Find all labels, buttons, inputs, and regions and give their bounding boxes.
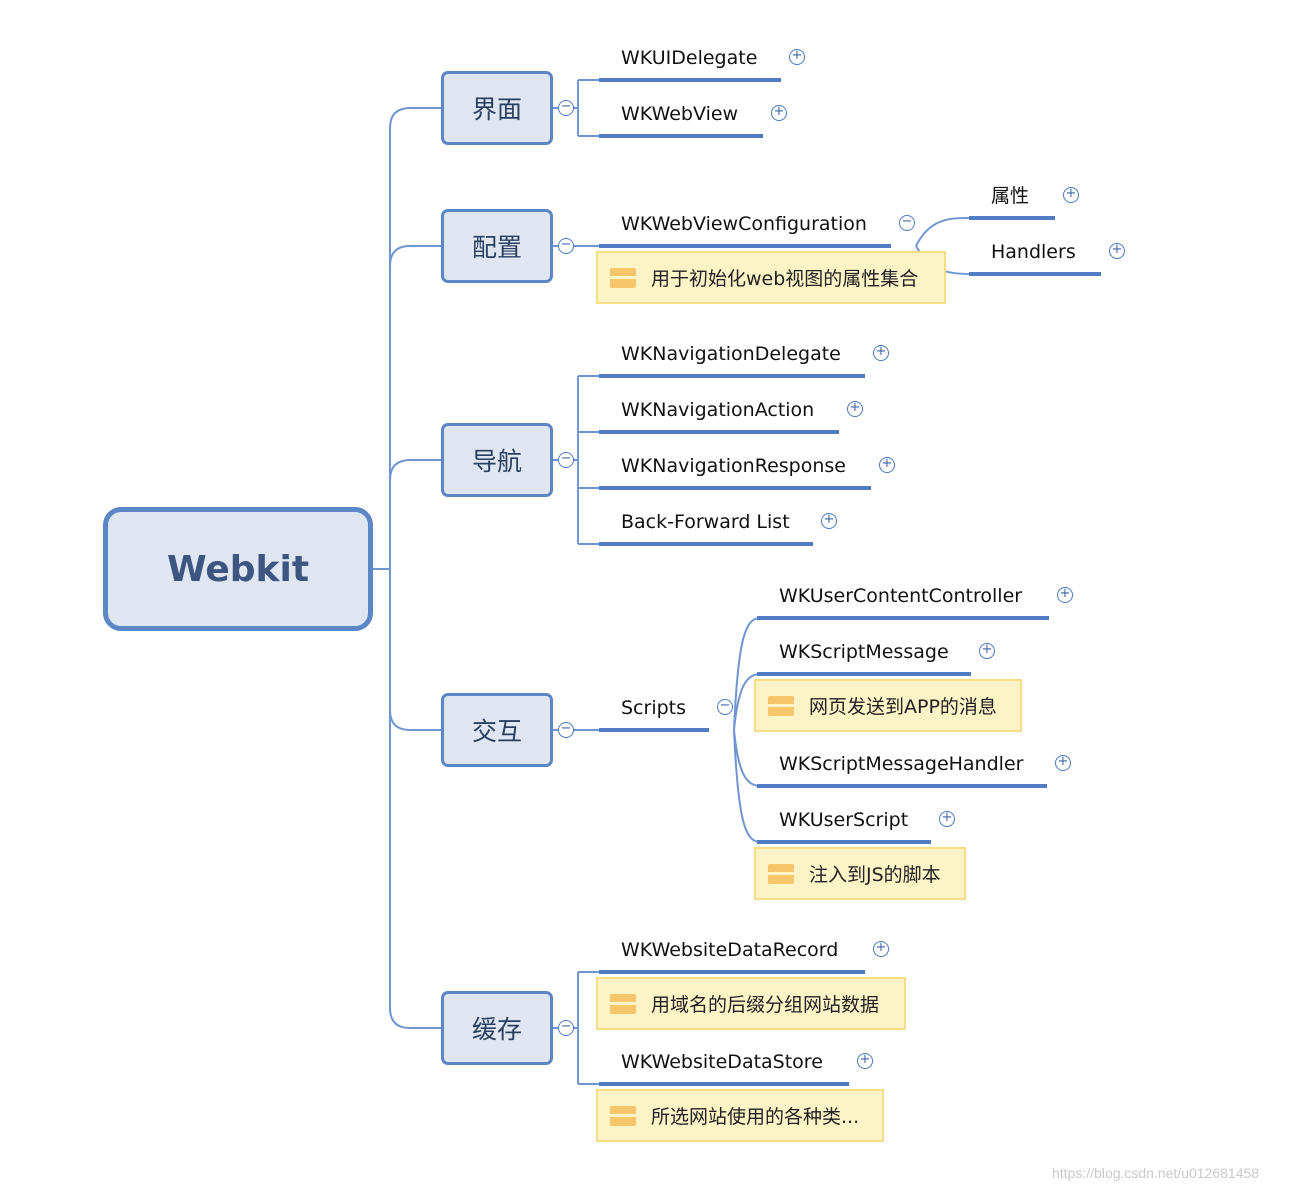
topic-wkwebviewconfiguration[interactable]: WKWebViewConfiguration: [621, 213, 867, 235]
collapse-toggle-ui[interactable]: −: [558, 100, 574, 116]
note-wkscriptmessage[interactable]: 网页发送到APP的消息: [754, 679, 1022, 732]
expand-toggle-wkscriptmessage[interactable]: +: [979, 643, 995, 659]
expand-toggle-wkuserscript[interactable]: +: [939, 811, 955, 827]
connector-spine: [389, 107, 441, 569]
expand-toggle-wkuidelegate[interactable]: +: [789, 49, 805, 65]
collapse-toggle-cache[interactable]: −: [558, 1020, 574, 1036]
expand-toggle-wkwebsitedatarecord[interactable]: +: [873, 941, 889, 957]
expand-toggle-wkwebsitedatastore[interactable]: +: [857, 1053, 873, 1069]
collapse-toggle-scripts[interactable]: −: [717, 699, 733, 715]
note-wkuserscript[interactable]: 注入到JS的脚本: [754, 847, 966, 900]
note-wkwebsitedatarecord[interactable]: 用域名的后缀分组网站数据: [596, 977, 906, 1030]
branch-node-config[interactable]: 配置: [441, 209, 553, 283]
watermark: https://blog.csdn.net/u012681458: [1052, 1165, 1260, 1181]
connector-spine-lower: [389, 569, 441, 1029]
topic-wknavigationresponse[interactable]: WKNavigationResponse: [621, 455, 846, 477]
topic-wkusercontentcontroller[interactable]: WKUserContentController: [779, 585, 1023, 607]
topic-wkuserscript[interactable]: WKUserScript: [779, 809, 909, 831]
topic-attributes[interactable]: 属性: [991, 185, 1030, 207]
note-icon: [768, 863, 794, 884]
expand-toggle-wknavigationresponse[interactable]: +: [879, 457, 895, 473]
topic-wknavigationaction[interactable]: WKNavigationAction: [621, 399, 815, 421]
connector-scripts-sub: [733, 617, 761, 843]
note-icon: [610, 993, 636, 1014]
collapse-toggle-wkwebviewconfiguration[interactable]: −: [899, 215, 915, 231]
expand-toggle-wknavigationdelegate[interactable]: +: [873, 345, 889, 361]
collapse-toggle-config[interactable]: −: [558, 238, 574, 254]
note-wkwebsitedatastore[interactable]: 所选网站使用的各种类...: [596, 1089, 884, 1142]
note-icon: [610, 267, 636, 288]
root-node-webkit[interactable]: Webkit: [103, 507, 373, 631]
branch-node-ui[interactable]: 界面: [441, 71, 553, 145]
topic-wkwebsitedatarecord[interactable]: WKWebsiteDataRecord: [621, 939, 839, 961]
note-wkwebviewconfiguration[interactable]: 用于初始化web视图的属性集合: [596, 251, 946, 304]
topic-handlers[interactable]: Handlers: [991, 241, 1076, 263]
note-icon: [610, 1105, 636, 1126]
connector-root-config: [389, 245, 441, 267]
collapse-toggle-nav[interactable]: −: [558, 452, 574, 468]
topic-wkscriptmessage[interactable]: WKScriptMessage: [779, 641, 949, 663]
note-icon: [768, 695, 794, 716]
note-text: 所选网站使用的各种类...: [651, 1106, 860, 1128]
expand-toggle-wkusercontentcontroller[interactable]: +: [1057, 587, 1073, 603]
note-text: 注入到JS的脚本: [809, 864, 941, 886]
expand-toggle-backforwardlist[interactable]: +: [821, 513, 837, 529]
branch-node-nav[interactable]: 导航: [441, 423, 553, 497]
topic-scripts[interactable]: Scripts: [621, 697, 687, 719]
note-text: 用域名的后缀分组网站数据: [651, 994, 880, 1016]
expand-toggle-attributes[interactable]: +: [1063, 187, 1079, 203]
topic-wkuidelegate[interactable]: WKUIDelegate: [621, 47, 758, 69]
branch-node-interact[interactable]: 交互: [441, 693, 553, 767]
expand-toggle-wknavigationaction[interactable]: +: [847, 401, 863, 417]
topic-wkwebview[interactable]: WKWebView: [621, 103, 739, 125]
expand-toggle-handlers[interactable]: +: [1109, 243, 1125, 259]
topic-wknavigationdelegate[interactable]: WKNavigationDelegate: [621, 343, 841, 365]
branch-node-cache[interactable]: 缓存: [441, 991, 553, 1065]
connector-root-nav: [389, 459, 441, 481]
collapse-toggle-interact[interactable]: −: [558, 722, 574, 738]
topic-backforwardlist[interactable]: Back-Forward List: [621, 511, 790, 533]
note-text: 网页发送到APP的消息: [809, 696, 997, 718]
topic-wkscriptmessagehandler[interactable]: WKScriptMessageHandler: [779, 753, 1024, 775]
note-text: 用于初始化web视图的属性集合: [651, 268, 919, 290]
connector-root-interact: [389, 709, 441, 731]
expand-toggle-wkwebview[interactable]: +: [771, 105, 787, 121]
expand-toggle-wkscriptmessagehandler[interactable]: +: [1055, 755, 1071, 771]
topic-wkwebsitedatastore[interactable]: WKWebsiteDataStore: [621, 1051, 823, 1073]
